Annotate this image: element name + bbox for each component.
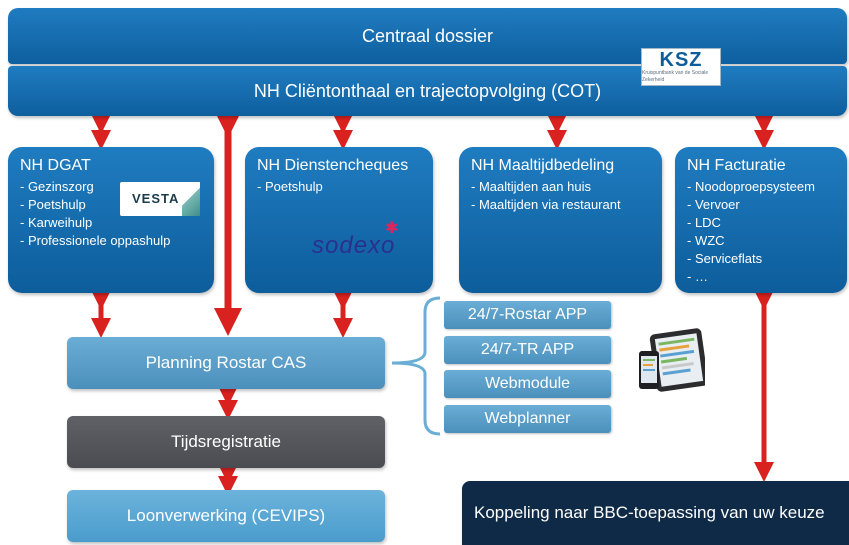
list-item: - Gezinszorg — [20, 179, 94, 194]
module-title: NH Maaltijdbedeling — [471, 157, 615, 174]
module-title: NH Facturatie — [687, 157, 786, 174]
list-item: - Poetshulp — [257, 179, 323, 194]
list-item: - Noodoproepsysteem — [687, 179, 815, 194]
list-item: - … — [687, 269, 708, 284]
list-item: - Poetshulp — [20, 197, 86, 212]
sodexo-logo: sodexo ✱ — [312, 220, 400, 259]
ksz-logo: KSZ Kruispuntbank van de Sociale Zekerhe… — [641, 48, 721, 86]
bbc-koppeling-box: Koppeling naar BBC-toepassing van uw keu… — [462, 481, 849, 545]
vesta-flag-icon — [182, 182, 200, 216]
list-item: - Maaltijden via restaurant — [471, 197, 621, 212]
cot-bar: NH Cliëntonthaal en trajectopvolging (CO… — [8, 66, 847, 116]
module-dgat: NH DGAT - Gezinszorg - Poetshulp - Karwe… — [8, 147, 214, 293]
list-item: - Professionele oppashulp — [20, 233, 171, 248]
list-item: - LDC — [687, 215, 721, 230]
app-rostar: 24/7-Rostar APP — [444, 301, 611, 329]
apps-brace — [391, 296, 441, 436]
list-item: - Maaltijden aan huis — [471, 179, 591, 194]
module-facturatie: NH Facturatie - Noodoproepsysteem - Verv… — [675, 147, 847, 293]
app-webmodule: Webmodule — [444, 370, 611, 398]
tijdsregistratie-box: Tijdsregistratie — [67, 416, 385, 468]
list-item: - Karweihulp — [20, 215, 93, 230]
tablet-phone-icon — [639, 328, 705, 392]
module-title: NH Dienstencheques — [257, 157, 409, 174]
list-item: - Serviceflats — [687, 251, 763, 266]
module-maaltijdbedeling: NH Maaltijdbedeling - Maaltijden aan hui… — [459, 147, 662, 293]
module-dienstencheques: NH Dienstencheques - Poetshulp — [245, 147, 433, 293]
star-icon: ✱ — [384, 220, 400, 237]
central-dossier-bar: Centraal dossier — [8, 8, 847, 64]
vesta-logo: VESTA — [120, 182, 200, 216]
list-item: - WZC — [687, 233, 725, 248]
list-item: - Vervoer — [687, 197, 740, 212]
app-webplanner: Webplanner — [444, 405, 611, 433]
planning-rostar-box: Planning Rostar CAS — [67, 337, 385, 389]
loonverwerking-box: Loonverwerking (CEVIPS) — [67, 490, 385, 542]
app-tr: 24/7-TR APP — [444, 336, 611, 364]
module-title: NH DGAT — [20, 157, 91, 174]
